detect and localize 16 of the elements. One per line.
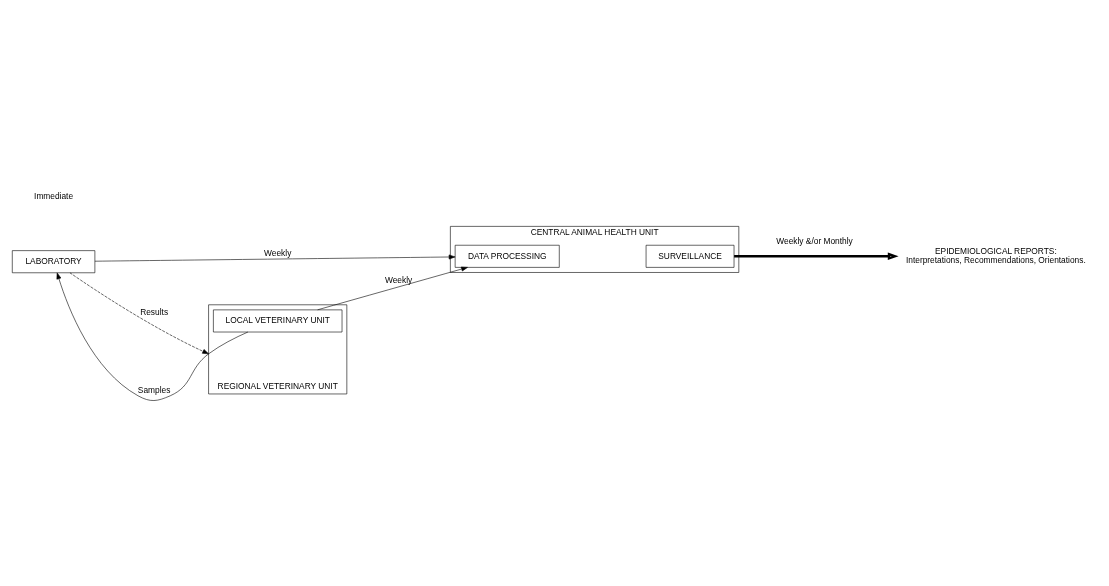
node-box: LOCAL VETERINARY UNIT — [213, 309, 343, 333]
arrow — [94, 254, 456, 262]
node-text: EPIDEMIOLOGICAL REPORTS: Interpretations, Recommendations, Orientations. — [905, 246, 1086, 266]
arrow — [56, 272, 249, 401]
label: Immediate — [34, 190, 74, 201]
edge-label: Weekly — [264, 248, 292, 259]
edge-label: Weekly &/or Monthly — [776, 236, 853, 247]
edge-label: Samples — [137, 385, 171, 396]
edge-label: Results — [140, 307, 169, 318]
node-box: SURVEILLANCE — [645, 244, 735, 268]
arrow — [734, 252, 899, 261]
node-box: DATA PROCESSING — [454, 244, 560, 268]
node-box: LABORATORY — [12, 250, 96, 274]
edge-label: Weekly — [384, 274, 413, 285]
arrow — [69, 272, 209, 355]
arrow — [317, 266, 468, 311]
